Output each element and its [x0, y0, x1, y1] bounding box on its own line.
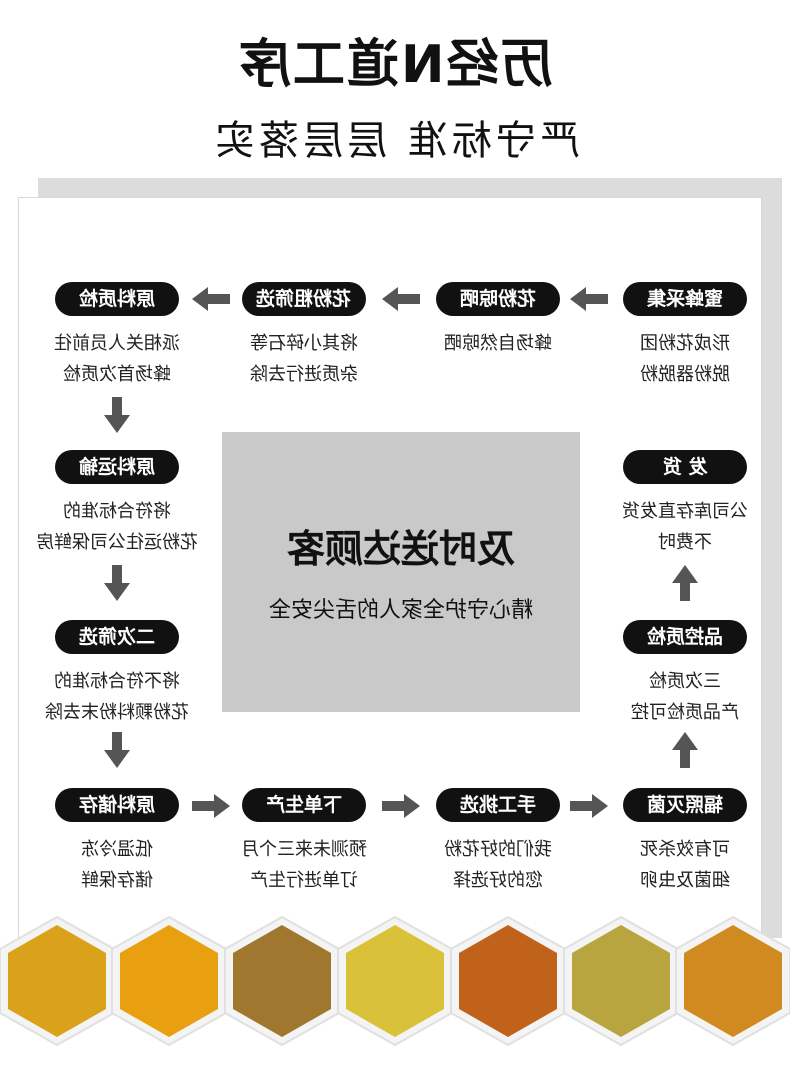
step-label: 二次筛选 — [55, 620, 179, 654]
arrow-down-icon — [104, 397, 130, 433]
pollen-dish — [334, 915, 456, 1047]
step-label: 品控质检 — [623, 620, 747, 654]
center-subtitle: 精心守护全家人的舌尖安全 — [222, 592, 580, 624]
step-irradiation: 辐照灭菌 可有效杀死 细菌及虫卵 — [590, 788, 780, 896]
pollen-samples — [0, 905, 790, 1071]
step-desc: 将不符合标准的 花粉颗料粉末去除 — [45, 671, 189, 723]
page-subtitle-text: 严守标准 层层落实 — [210, 118, 580, 164]
arrow-left-icon — [192, 287, 230, 311]
step-label: 花粉粗筛选 — [242, 282, 366, 316]
step-desc: 将符合标准的 花粉运往公司保鲜房 — [36, 501, 198, 553]
arrow-right-icon — [570, 794, 608, 818]
step-label: 原料质检 — [55, 282, 179, 316]
arrow-down-icon — [104, 732, 130, 768]
step-desc: 预测未来三个月 订单进行生产 — [241, 839, 367, 891]
step-second-screening: 二次筛选 将不符合标准的 花粉颗料粉末去除 — [22, 620, 212, 728]
center-title: 及时送达顾客 — [222, 518, 580, 573]
page-title: 历经N道工序 — [0, 22, 790, 97]
step-raw-storage: 原料储存 低温冷冻 储存保鲜 — [22, 788, 212, 896]
page-subtitle: 严守标准 层层落实 — [0, 108, 790, 166]
step-quality-control: 品控质检 三次质检 产品质检可控 — [590, 620, 780, 728]
center-box: 及时送达顾客 精心守护全家人的舌尖安全 — [222, 432, 580, 712]
arrow-right-icon — [382, 794, 420, 818]
arrow-down-icon — [104, 565, 130, 601]
step-desc: 我们的好花粉 您的好选择 — [444, 839, 552, 891]
arrow-up-icon — [672, 565, 698, 601]
step-pollen-drying: 花粉晾晒 蜂场自然晾晒 — [403, 282, 593, 359]
step-shipping: 发 货 公司库存直发货 不费时 — [590, 450, 780, 558]
step-coarse-screening: 花粉粗筛选 将其小碎石等 杂质进行去除 — [209, 282, 399, 390]
step-desc: 将其小碎石等 杂质进行去除 — [250, 333, 358, 385]
step-desc: 公司库存直发货 不费时 — [622, 501, 748, 553]
center-title-text: 及时送达顾客 — [286, 527, 515, 571]
arrow-right-icon — [192, 794, 230, 818]
center-subtitle-text: 精心守护全家人的舌尖安全 — [268, 598, 533, 623]
arrow-left-icon — [570, 287, 608, 311]
pollen-dish — [221, 915, 343, 1047]
step-desc: 蜂场自然晾晒 — [444, 333, 552, 354]
pollen-dish — [560, 915, 682, 1047]
arrow-left-icon — [382, 287, 420, 311]
step-raw-inspection: 原料质检 派相关人员前往 蜂场首次质检 — [22, 282, 212, 390]
pollen-dish — [0, 915, 118, 1047]
step-raw-transport: 原料运输 将符合标准的 花粉运往公司保鲜房 — [22, 450, 212, 558]
step-bee-collect: 蜜蜂采集 形成花粉团 脱粉器脱粉 — [590, 282, 780, 390]
step-label: 蜜蜂采集 — [623, 282, 747, 316]
step-label: 花粉晾晒 — [436, 282, 560, 316]
pollen-dish — [447, 915, 569, 1047]
pollen-dish — [108, 915, 230, 1047]
step-label: 手工挑选 — [436, 788, 560, 822]
step-label: 原料运输 — [55, 450, 179, 484]
step-desc: 可有效杀死 细菌及虫卵 — [640, 839, 730, 891]
page-title-text: 历经N道工序 — [237, 35, 553, 95]
step-order-production: 下单生产 预测未来三个月 订单进行生产 — [209, 788, 399, 896]
step-hand-picking: 手工挑选 我们的好花粉 您的好选择 — [403, 788, 593, 896]
step-label: 下单生产 — [242, 788, 366, 822]
arrow-up-icon — [672, 732, 698, 768]
step-desc: 三次质检 产品质检可控 — [631, 671, 739, 723]
step-desc: 低温冷冻 储存保鲜 — [81, 839, 153, 891]
step-desc: 形成花粉团 脱粉器脱粉 — [640, 333, 730, 385]
step-label: 辐照灭菌 — [623, 788, 747, 822]
step-label: 发 货 — [623, 450, 747, 484]
step-label: 原料储存 — [55, 788, 179, 822]
pollen-dish — [672, 915, 790, 1047]
step-desc: 派相关人员前往 蜂场首次质检 — [54, 333, 180, 385]
